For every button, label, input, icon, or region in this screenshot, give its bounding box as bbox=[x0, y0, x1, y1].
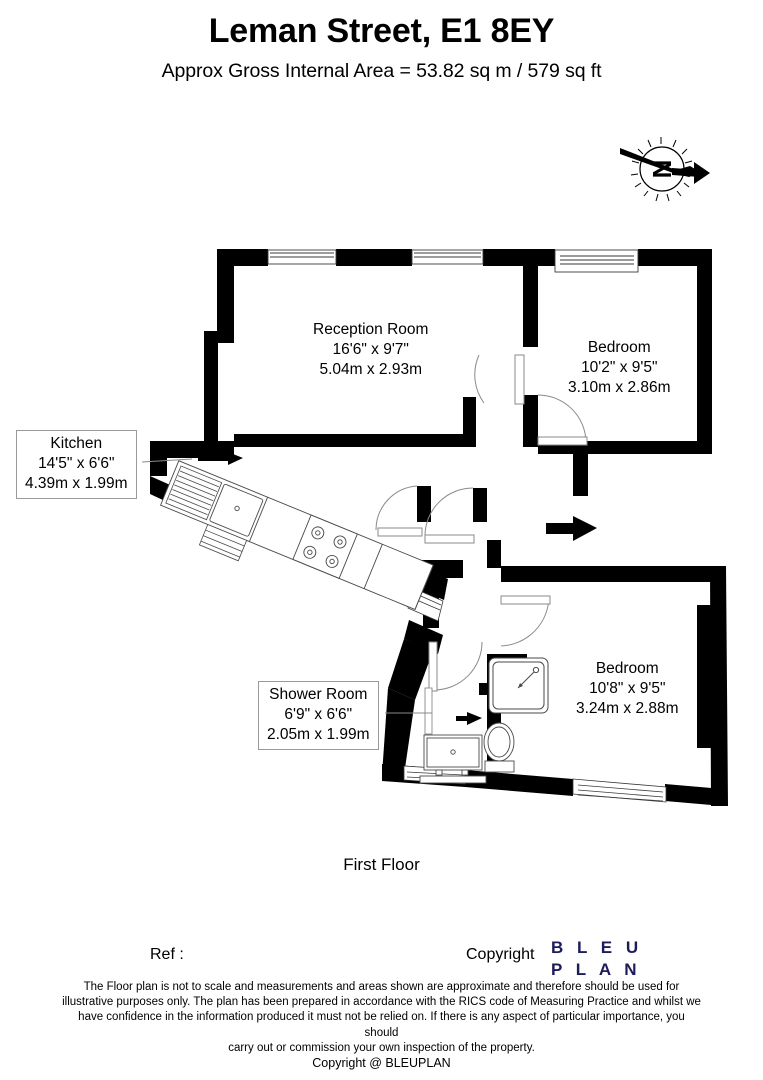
room-name-shower: Shower Room bbox=[269, 686, 368, 703]
kitchen-drainer-icon bbox=[165, 465, 223, 521]
window-top-3 bbox=[554, 249, 639, 273]
kitchen-units-group bbox=[159, 460, 434, 611]
room-name-kitchen: Kitchen bbox=[50, 435, 103, 452]
north-sun-icon: N bbox=[620, 137, 710, 202]
plan-header: Leman Street, E1 8EY Approx Gross Intern… bbox=[0, 0, 763, 83]
room-dims-metric-reception: 5.04m x 2.93m bbox=[319, 361, 422, 378]
shower-partition bbox=[424, 687, 433, 735]
washbasin-icon bbox=[419, 734, 487, 784]
window-top-2 bbox=[411, 249, 484, 265]
room-dims-metric-bedroom2: 3.24m x 2.88m bbox=[576, 700, 679, 717]
ref-label: Ref : bbox=[150, 946, 184, 963]
window-top-1 bbox=[267, 249, 337, 265]
kitchen-counter-icon bbox=[159, 460, 434, 611]
room-dims-metric-kitchen: 4.39m x 1.99m bbox=[25, 475, 128, 492]
brand-line-2: P L A N bbox=[551, 960, 642, 979]
shower-tray-icon bbox=[488, 657, 549, 714]
window-kitchen-diagonal bbox=[407, 587, 444, 622]
interior-wall-kitchen-upper bbox=[167, 459, 441, 581]
copyright-line: Copyright @ BLEUPLAN bbox=[312, 1056, 451, 1071]
door-reception-hall bbox=[474, 354, 525, 405]
exterior-wall-left bbox=[150, 249, 234, 458]
door-direction-arrow-kitchen bbox=[198, 452, 243, 465]
disclaimer-line-2: illustrative purposes only. The plan has… bbox=[62, 996, 701, 1009]
door-bedroom2 bbox=[500, 595, 551, 647]
room-name-bedroom2: Bedroom bbox=[595, 660, 659, 677]
gross-internal-area: Approx Gross Internal Area = 53.82 sq m … bbox=[161, 59, 602, 82]
door-bedroom1 bbox=[537, 394, 588, 446]
disclaimer-line-1: The Floor plan is not to scale and measu… bbox=[83, 981, 680, 993]
room-dims-imperial-bedroom1: 10'2" x 9'5" bbox=[581, 359, 658, 376]
kitchen-sink-icon bbox=[209, 483, 264, 537]
toilet-icon bbox=[483, 722, 515, 773]
room-name-reception: Reception Room bbox=[313, 321, 429, 338]
brand-line-1: B L E U bbox=[551, 938, 643, 957]
room-dims-metric-bedroom1: 3.10m x 2.86m bbox=[568, 379, 671, 396]
window-bottom-1 bbox=[403, 765, 466, 785]
wall-pier-kitchen-hall bbox=[388, 566, 448, 700]
bleuplan-logo: B L E U P L A N bbox=[551, 937, 643, 981]
room-label-kitchen: Kitchen 14'5" x 6'6" 4.39m x 1.99m bbox=[16, 430, 137, 499]
disclaimer-line-3: have confidence in the information produ… bbox=[78, 1011, 685, 1039]
room-label-shower: Shower Room 6'9" x 6'6" 2.05m x 1.99m bbox=[258, 681, 379, 750]
room-name-bedroom1: Bedroom bbox=[587, 339, 651, 356]
interior-wall-reception-bedroom1 bbox=[523, 249, 538, 447]
kitchen-label-leader bbox=[141, 458, 193, 463]
page-title: Leman Street, E1 8EY bbox=[208, 12, 555, 50]
exterior-wall-kitchen-angled bbox=[150, 441, 441, 620]
disclaimer-block: The Floor plan is not to scale and measu… bbox=[60, 980, 703, 1071]
disclaimer-line-4: carry out or commission your own inspect… bbox=[228, 1041, 535, 1054]
floor-caption: First Floor bbox=[343, 855, 420, 874]
door-hall-entrance bbox=[424, 487, 475, 544]
exterior-wall-top bbox=[217, 249, 712, 266]
copyright-label: Copyright bbox=[466, 946, 535, 963]
footer-row: Ref : Copyright B L E U P L A N bbox=[0, 937, 763, 988]
room-dims-imperial-shower: 6'9" x 6'6" bbox=[284, 706, 353, 723]
room-dims-imperial-reception: 16'6" x 9'7" bbox=[332, 341, 409, 358]
room-label-bedroom1: Bedroom 10'2" x 9'5" 3.10m x 2.86m bbox=[568, 338, 671, 398]
room-label-reception: Reception Room 16'6" x 9'7" 5.04m x 2.93… bbox=[313, 320, 428, 380]
room-dims-metric-shower: 2.05m x 1.99m bbox=[267, 726, 370, 743]
room-label-bedroom2: Bedroom 10'8" x 9'5" 3.24m x 2.88m bbox=[576, 659, 679, 719]
door-shower bbox=[428, 641, 483, 692]
room-dims-imperial-bedroom2: 10'8" x 9'5" bbox=[589, 680, 666, 697]
interior-wall-reception-bottom bbox=[234, 397, 476, 447]
door-direction-arrow-shower bbox=[456, 712, 482, 725]
interior-wall-shower bbox=[479, 654, 527, 769]
north-letter: N bbox=[647, 160, 677, 179]
door-kitchen-hall bbox=[375, 485, 423, 537]
room-dims-imperial-kitchen: 14'5" x 6'6" bbox=[38, 455, 115, 472]
kitchen-appliance-icon bbox=[198, 523, 248, 562]
interior-wall-hall bbox=[417, 486, 501, 628]
kitchen-hob-icon bbox=[292, 514, 358, 579]
entrance-arrow-icon bbox=[546, 516, 597, 541]
window-bottom-2 bbox=[572, 778, 667, 803]
